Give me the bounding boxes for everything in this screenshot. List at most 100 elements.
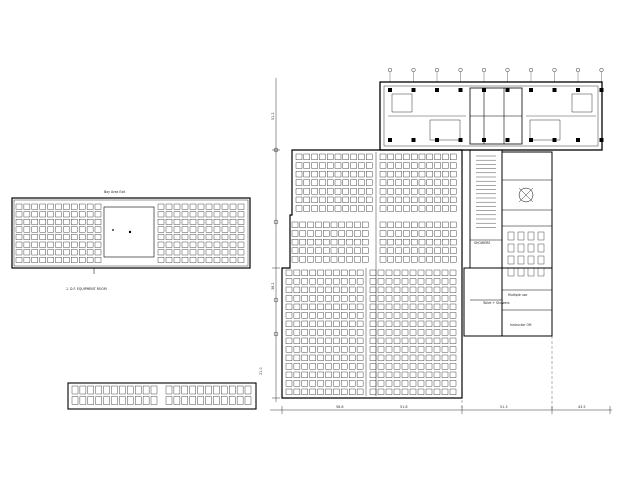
seat [349,388,356,395]
seat [434,221,441,228]
seat [127,396,134,405]
seat [434,196,441,203]
seat [403,239,410,246]
seat [349,286,356,293]
seat [354,256,361,263]
structural-column [529,88,533,92]
seat [119,396,126,405]
seat [379,171,387,178]
seat [63,249,70,256]
seat [55,219,62,225]
seat [165,234,173,240]
seat [393,303,401,310]
seat [418,256,426,263]
seat [47,241,54,248]
seat [442,162,449,169]
seat [285,286,293,293]
seat [285,320,293,327]
seat [418,221,426,228]
seat [433,380,441,387]
seat [333,269,340,276]
seat [307,239,314,246]
seat [333,371,340,378]
seat [377,286,385,293]
seat [379,205,387,212]
seat [327,153,334,160]
seat [425,295,433,302]
seat [181,226,189,233]
seat [449,320,457,327]
seat [341,337,348,344]
seat [39,257,46,263]
main-hall-seating [285,153,457,395]
seat [325,278,332,285]
annex-note: 1. D.F. EQUIPMENT ROOM [66,287,107,291]
seat [426,179,433,186]
seat [173,234,181,240]
seat [325,337,332,344]
seat [334,205,342,212]
seat [366,188,373,195]
seat [319,188,326,195]
seat [325,303,332,310]
seat [401,337,409,344]
seat [317,320,324,327]
seat [197,396,204,405]
seat [301,346,308,353]
seat [418,247,426,254]
seat [135,385,142,395]
seat [433,269,441,276]
seat [349,320,356,327]
seat [229,241,237,248]
seat [377,380,385,387]
seat [401,312,409,319]
seat [173,257,181,263]
seat [418,239,426,246]
seat [293,303,301,310]
seat [433,303,441,310]
seat [334,171,342,178]
seat [441,329,449,336]
seat [395,188,402,195]
seat [346,221,353,228]
seat [309,295,316,302]
seat [369,286,377,293]
seat [441,363,449,370]
seat [441,380,449,387]
seat [39,234,46,240]
seat [285,303,293,310]
seat [157,249,165,256]
seat [417,346,425,353]
seat [229,257,237,263]
seat [377,371,385,378]
seat [333,278,340,285]
seat [317,286,324,293]
seat [205,219,213,225]
seat [23,257,31,263]
seat [401,363,409,370]
seat [417,337,425,344]
seat [111,396,118,405]
seat [301,303,308,310]
seat [181,234,189,240]
seat [387,196,394,203]
seat [401,380,409,387]
seat [417,295,425,302]
seat [401,371,409,378]
seat [354,230,361,237]
seat [71,219,78,225]
seat [189,257,197,263]
fixture [527,255,535,265]
seat [334,153,342,160]
seat [285,371,293,378]
seat [441,278,449,285]
seat-strip-rows [71,385,252,405]
seat [369,295,377,302]
seat [221,385,228,395]
seat [449,337,457,344]
seat [385,371,393,378]
seat [350,196,357,203]
seat [317,329,324,336]
seat [393,354,401,361]
seat [142,396,150,405]
